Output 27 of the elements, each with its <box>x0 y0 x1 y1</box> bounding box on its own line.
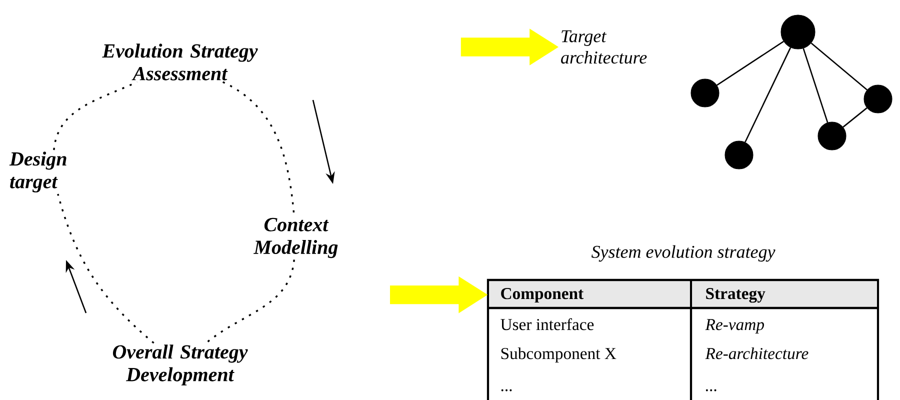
connector-line <box>802 48 828 123</box>
cycle-arc <box>53 81 138 150</box>
connector-line <box>810 42 868 90</box>
cycle-arc <box>57 194 154 344</box>
table-cell: Re-architecture <box>705 347 808 360</box>
table-cell: Re-vamp <box>705 319 764 334</box>
stage-label: Context Modelling <box>254 218 338 258</box>
component-circle <box>724 140 754 170</box>
table-cell: User interface <box>500 318 594 330</box>
table-cell: Subcomponent X <box>501 347 616 363</box>
stage-label: Design target <box>9 152 66 192</box>
component-circle <box>780 14 816 50</box>
component-circle <box>864 84 892 114</box>
cycle-arc <box>206 260 295 344</box>
connector-line <box>744 47 792 142</box>
connector-line <box>842 107 868 128</box>
component-circle <box>690 78 720 108</box>
component-circle <box>818 122 846 150</box>
caption-text: Target architecture <box>561 30 647 64</box>
stage-label: Overall Strategy Development <box>112 344 248 386</box>
table-caption: System evolution strategy <box>592 245 776 262</box>
stage-label: Evolution Strategy Assessment <box>102 44 258 80</box>
header-cell: Strategy <box>692 282 877 308</box>
table-cell: ... <box>501 389 512 392</box>
header-cell: Component <box>490 282 690 308</box>
connector-line <box>716 40 784 86</box>
table-cell: ... <box>706 389 716 392</box>
